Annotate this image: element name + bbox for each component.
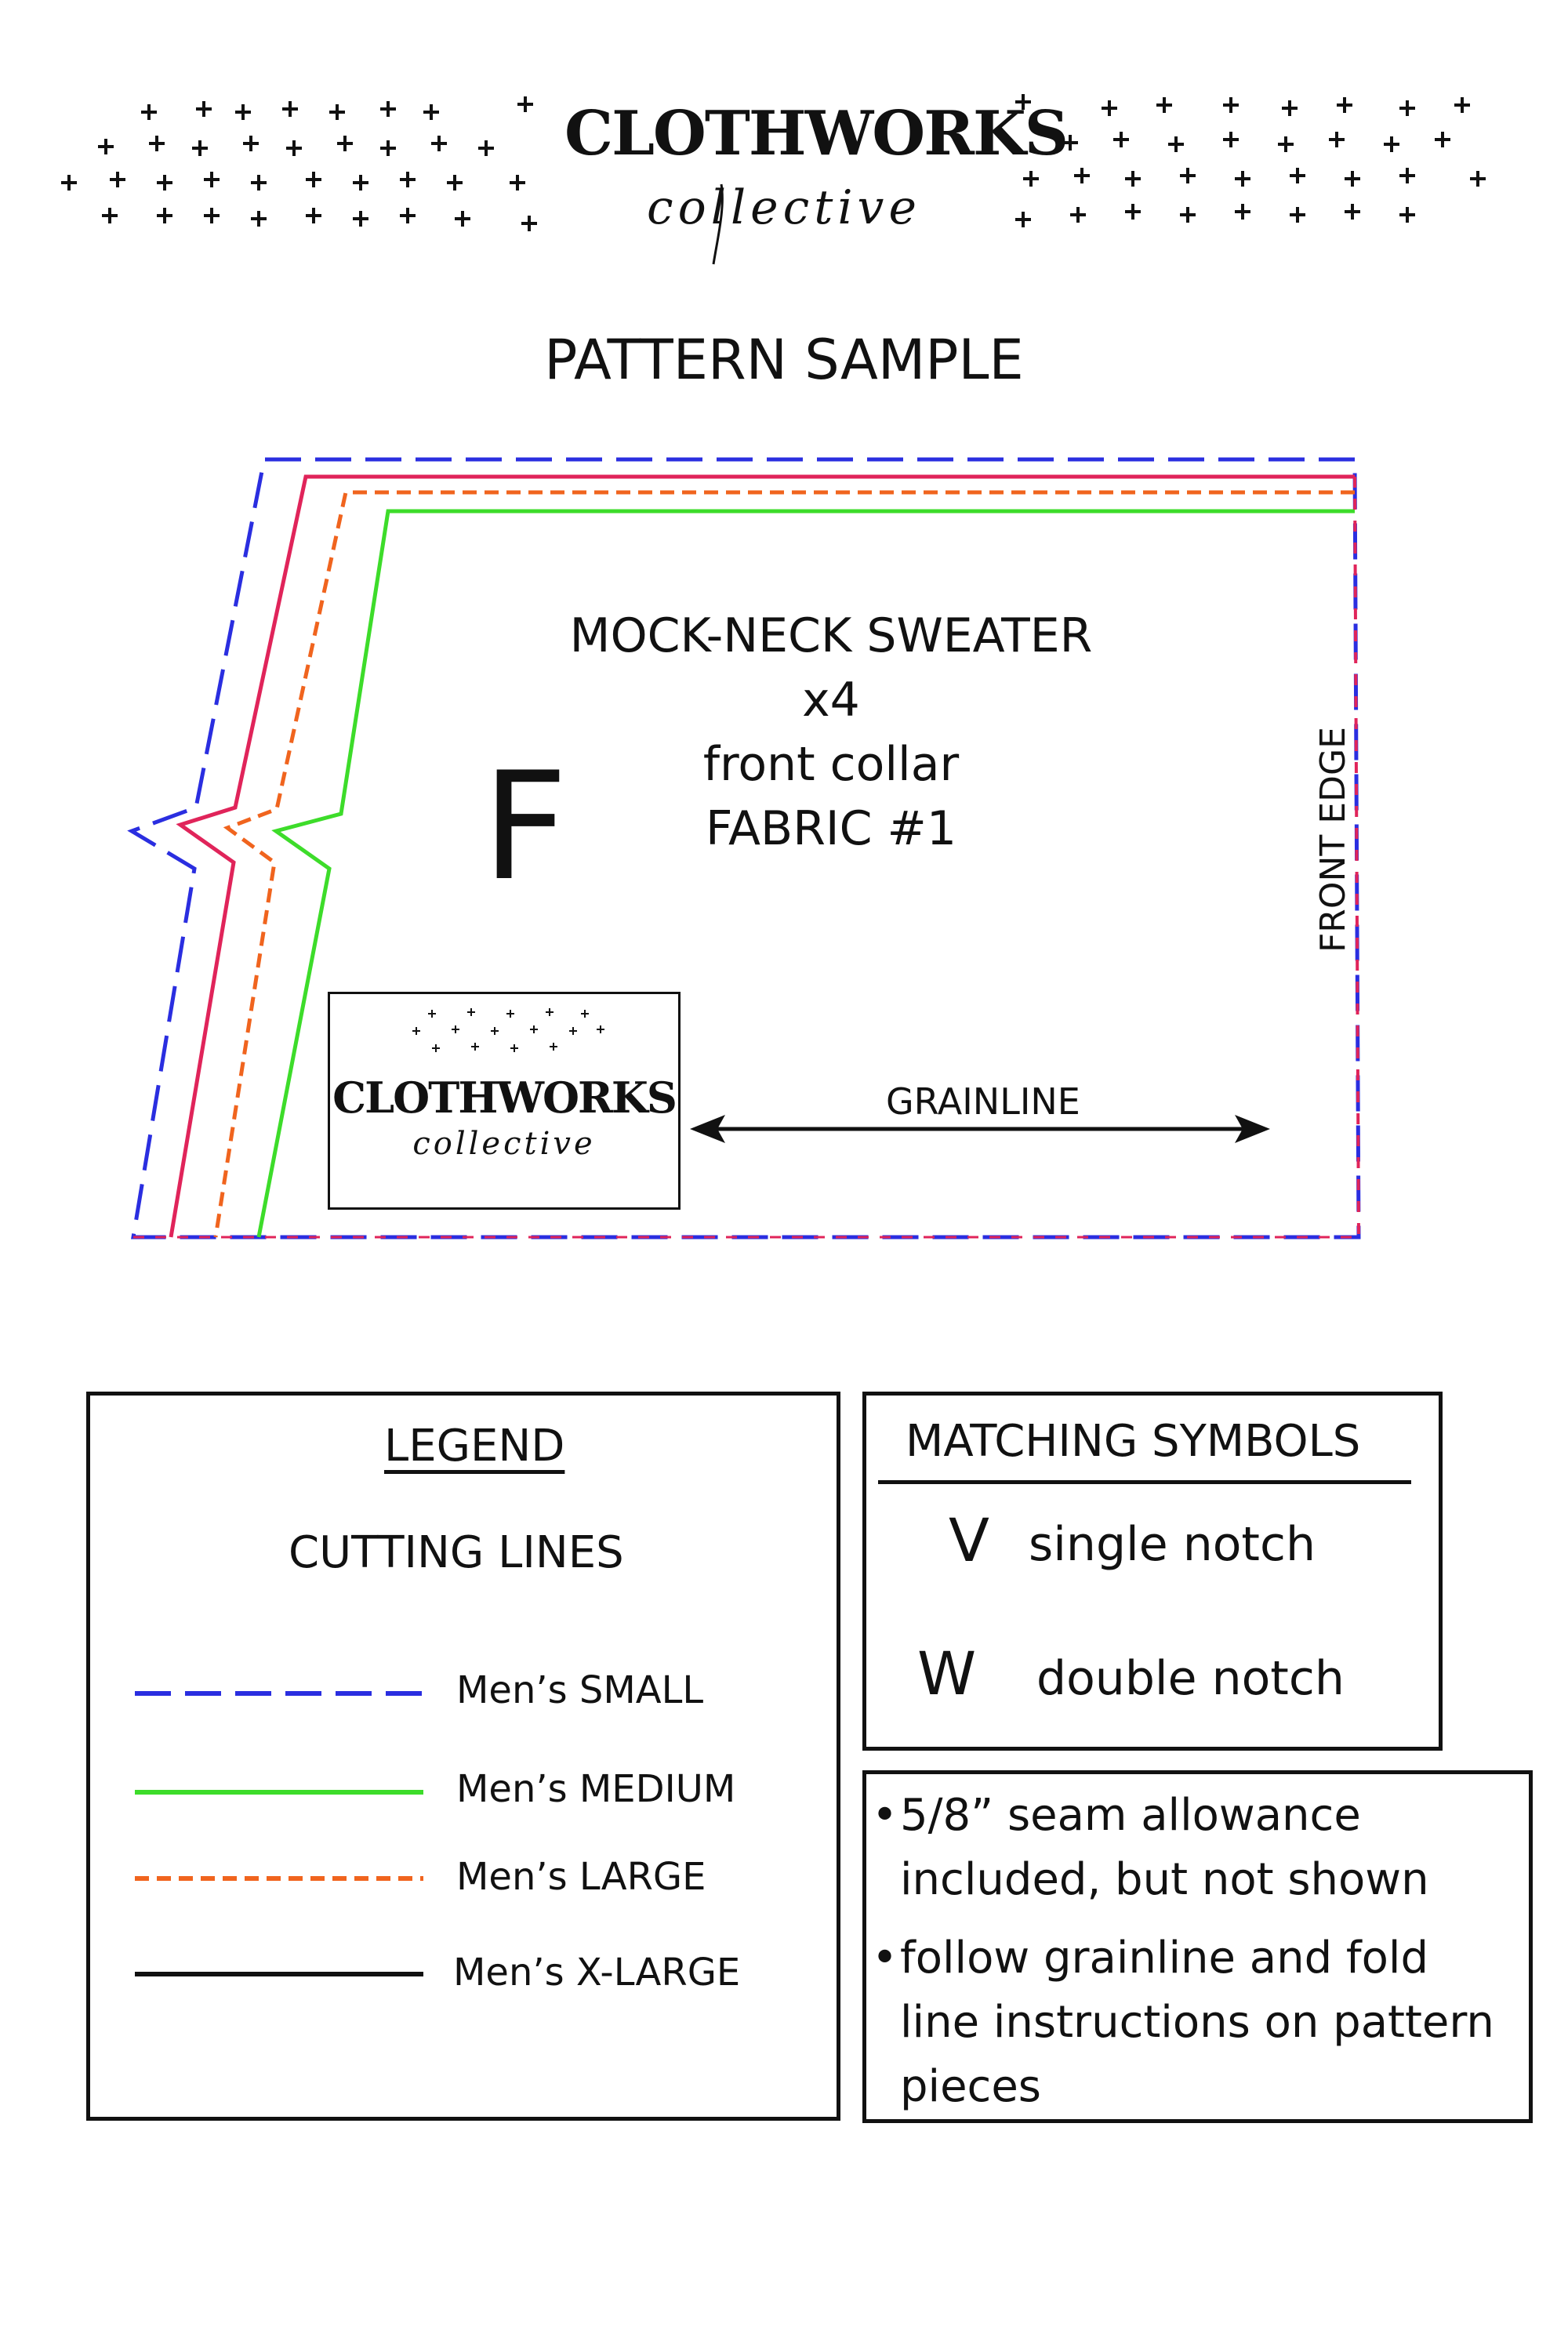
note-line: 5/8” seam allowance bbox=[900, 1790, 1361, 1841]
front-edge-label: FRONT EDGE bbox=[1313, 727, 1353, 953]
cutting-lines-title: CUTTING LINES bbox=[289, 1527, 624, 1578]
front-edge-overlay bbox=[1353, 476, 1360, 1238]
piece-quantity: x4 bbox=[802, 673, 860, 728]
cutting-line-large bbox=[213, 490, 1355, 1238]
star-pattern-right bbox=[1007, 86, 1494, 235]
single-notch-symbol: V bbox=[949, 1505, 989, 1575]
double-notch-symbol: W bbox=[917, 1639, 977, 1708]
legend-label-large: Men’s LARGE bbox=[456, 1855, 706, 1899]
single-notch-label: single notch bbox=[1029, 1517, 1316, 1572]
logo-box: CLOTHWORKS collective bbox=[328, 992, 681, 1210]
logo-stars bbox=[401, 1004, 612, 1071]
star-pattern-right-svg bbox=[1015, 94, 1486, 227]
note-line: pieces bbox=[900, 2061, 1041, 2112]
piece-name: front collar bbox=[702, 737, 960, 792]
matching-symbols-rule bbox=[878, 1480, 1411, 1484]
legend-swatches bbox=[135, 1691, 423, 1976]
cutting-line-small bbox=[127, 457, 1361, 1240]
legend-label-small: Men’s SMALL bbox=[456, 1668, 704, 1712]
brand-flourish bbox=[712, 183, 724, 265]
note-seam-allowance: • 5/8” seam allowance included, but not … bbox=[872, 1784, 1519, 1912]
logo-subtitle: collective bbox=[412, 1126, 596, 1162]
page-title: PATTERN SAMPLE bbox=[544, 328, 1024, 392]
note-grainline: • follow grainline and fold line instruc… bbox=[872, 1926, 1527, 2119]
logo-stars-svg bbox=[412, 1008, 604, 1052]
matching-symbols-box bbox=[862, 1392, 1443, 1751]
grainline-arrow bbox=[690, 1115, 1270, 1143]
legend-box bbox=[86, 1392, 840, 2121]
grainline-label: GRAINLINE bbox=[886, 1080, 1080, 1123]
logo-name: CLOTHWORKS bbox=[332, 1073, 677, 1123]
note-line: follow grainline and fold bbox=[900, 1933, 1428, 1984]
cutting-line-red bbox=[169, 474, 1355, 1238]
piece-garment: MOCK-NECK SWEATER bbox=[569, 608, 1093, 663]
brand-name: CLOTHWORKS bbox=[564, 98, 1069, 169]
note-line: included, but not shown bbox=[900, 1854, 1429, 1905]
legend-label-xlarge: Men’s X-LARGE bbox=[453, 1951, 741, 1994]
double-notch-label: double notch bbox=[1036, 1651, 1345, 1706]
pattern-piece-outlines bbox=[127, 457, 1361, 1240]
note-line: line instructions on pattern bbox=[900, 1997, 1494, 2048]
note-bullet: • bbox=[872, 1790, 898, 1841]
star-pattern-left bbox=[55, 90, 541, 239]
cutting-line-medium bbox=[256, 509, 1355, 1238]
brand-subtitle: collective bbox=[647, 180, 921, 235]
piece-fabric: FABRIC #1 bbox=[705, 801, 956, 856]
legend-label-medium: Men’s MEDIUM bbox=[456, 1767, 736, 1811]
notes-box bbox=[862, 1770, 1533, 2123]
matching-symbols-title: MATCHING SYMBOLS bbox=[906, 1416, 1361, 1467]
piece-letter: F bbox=[482, 740, 568, 913]
piece-info: MOCK-NECK SWEATER x4 front collar FABRIC… bbox=[549, 604, 1113, 861]
note-bullet: • bbox=[872, 1933, 898, 1984]
legend-title: LEGEND bbox=[384, 1421, 565, 1472]
star-pattern-left-svg bbox=[61, 96, 537, 231]
